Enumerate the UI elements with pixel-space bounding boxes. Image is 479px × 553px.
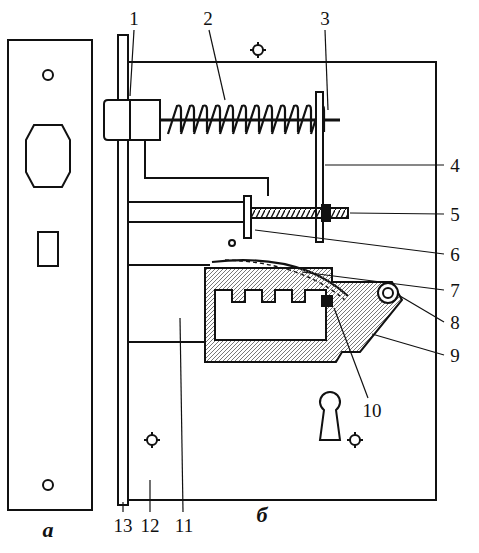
- screw-tick: [250, 49, 253, 51]
- lock-case: [128, 62, 436, 500]
- view-letter: а: [41, 518, 56, 542]
- screw-tick: [354, 445, 356, 448]
- spring-coil: [285, 106, 298, 135]
- spring-coil: [259, 106, 272, 135]
- leader-lines: [123, 30, 444, 512]
- callout-number: 2: [201, 8, 215, 29]
- spring-coil: [207, 106, 220, 135]
- callout-number: 12: [139, 515, 162, 536]
- callout-number: 13: [112, 515, 135, 536]
- spring-coil: [181, 106, 194, 135]
- callout-number: 3: [318, 8, 332, 29]
- view-letter: б: [255, 503, 270, 527]
- screw-tick: [354, 432, 356, 435]
- callout-number: 8: [448, 312, 462, 333]
- spring-coil: [194, 106, 207, 135]
- screw-tick: [151, 432, 153, 435]
- latch: [104, 100, 130, 140]
- screw-tick: [151, 445, 153, 448]
- screw-tick: [360, 439, 363, 441]
- callout-number: 6: [448, 244, 462, 265]
- bolt: [205, 268, 402, 362]
- stud: [322, 296, 332, 306]
- stop-plate: [244, 196, 251, 238]
- spring-coil: [246, 106, 259, 135]
- screw-head: [350, 435, 360, 445]
- spring-coil: [298, 106, 311, 135]
- face-plate: [8, 40, 92, 510]
- callout-number: 11: [173, 515, 195, 536]
- screw-tick: [347, 439, 350, 441]
- keyhole: [320, 392, 340, 440]
- callout-number: 9: [448, 345, 462, 366]
- screw-tick: [257, 42, 259, 45]
- callout-number: 1: [127, 8, 141, 29]
- screw-tick: [263, 49, 266, 51]
- spring-coil: [220, 106, 233, 135]
- screw-tick: [144, 439, 147, 441]
- pivot: [378, 283, 398, 303]
- callout-number: 4: [448, 155, 462, 176]
- screw-tick: [257, 55, 259, 58]
- screw-head: [147, 435, 157, 445]
- screw: [250, 208, 348, 218]
- spring-coil: [272, 106, 285, 135]
- screw-head: [253, 45, 263, 55]
- spring-coil: [168, 106, 181, 135]
- callout-number: 10: [361, 400, 384, 421]
- screw-tick: [157, 439, 160, 441]
- callout-number: 5: [448, 204, 462, 225]
- spring-coil: [233, 106, 246, 135]
- callout-number: 7: [448, 280, 462, 301]
